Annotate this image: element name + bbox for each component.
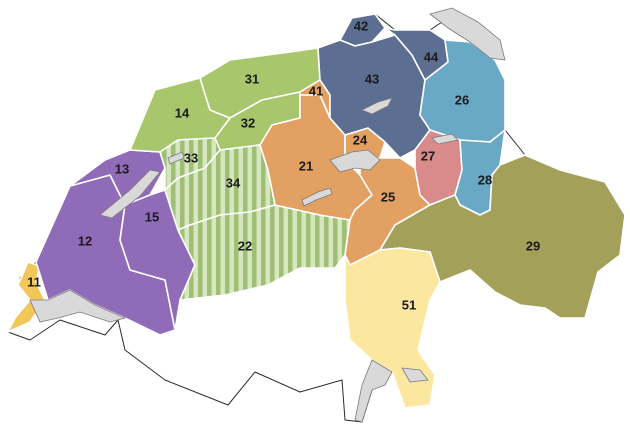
lake-biel — [167, 151, 185, 165]
lake-maggiore — [354, 359, 393, 423]
lake-geneva — [29, 289, 127, 323]
lake-constance — [429, 7, 506, 61]
lake-lugano — [401, 367, 429, 383]
lake-neuchatel — [99, 169, 161, 219]
lake-thun-brienz — [301, 187, 333, 207]
lake-lucerne — [329, 149, 381, 173]
lake-walen — [431, 133, 459, 145]
region-29[interactable] — [379, 154, 626, 319]
lake-zurich — [361, 97, 393, 115]
region-51[interactable] — [344, 247, 441, 409]
